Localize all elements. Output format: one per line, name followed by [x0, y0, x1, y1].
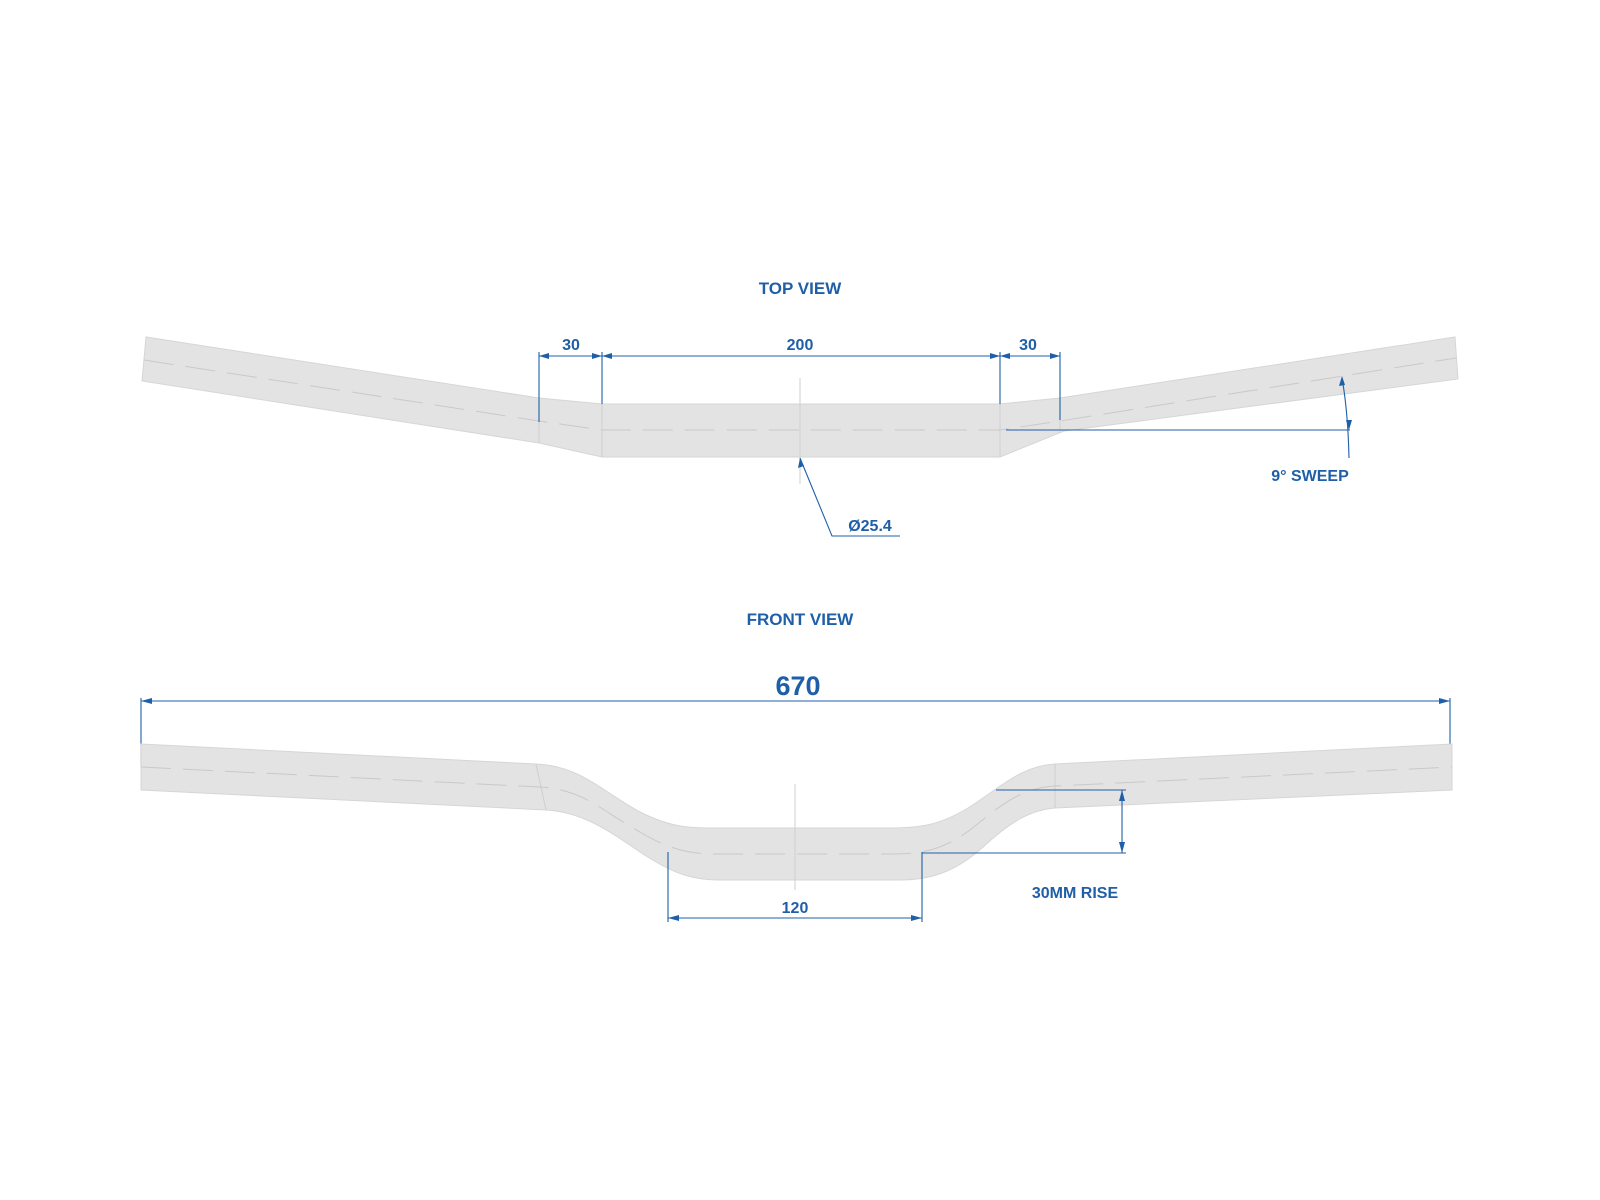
diameter-leader: [799, 457, 900, 537]
arrow-icon: [990, 353, 1000, 359]
diameter-label: Ø25.4: [848, 518, 892, 535]
rise-label: 30MM RISE: [1032, 885, 1119, 902]
arrow-icon: [911, 915, 922, 921]
sweep-label: 9° SWEEP: [1271, 468, 1349, 485]
top-view-centerline: [143, 357, 1457, 431]
arrow-icon: [1339, 376, 1345, 386]
arrow-icon: [141, 698, 152, 704]
arrow-icon: [539, 353, 549, 359]
arrow-icon: [1000, 353, 1010, 359]
dim-label-right: 30: [1019, 337, 1037, 354]
top-view: TOP VIEW 30 200 30 Ø25.4 9° SWEEP: [141, 279, 1459, 537]
arrow-icon: [668, 915, 679, 921]
arrow-icon: [1050, 353, 1060, 359]
front-view: FRONT VIEW 670 120 30MM RISE: [140, 610, 1453, 922]
arrow-icon: [1346, 420, 1352, 430]
arrow-icon: [1439, 698, 1450, 704]
arrow-icon: [1119, 842, 1125, 853]
arrow-icon: [1119, 790, 1125, 801]
dim-label-left: 30: [562, 337, 580, 354]
arrow-icon: [602, 353, 612, 359]
front-view-centerline: [140, 766, 1453, 855]
front-view-bar: [140, 743, 1453, 881]
overall-width-label: 670: [775, 671, 820, 701]
front-view-title: FRONT VIEW: [747, 610, 855, 629]
top-view-title: TOP VIEW: [759, 279, 842, 298]
arrow-icon: [798, 458, 804, 468]
center-width-label: 120: [782, 900, 809, 917]
dim-label-center: 200: [787, 337, 814, 354]
arrow-icon: [592, 353, 602, 359]
